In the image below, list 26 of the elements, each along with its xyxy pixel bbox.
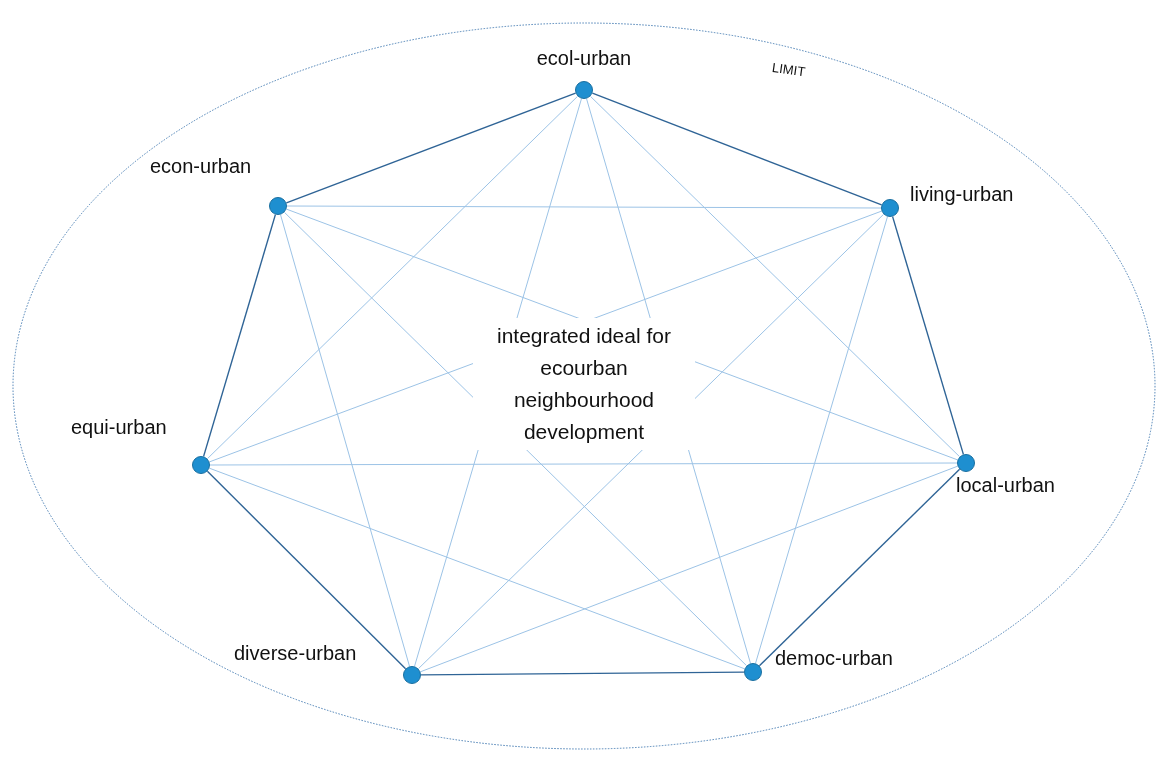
connector-line bbox=[591, 92, 883, 206]
connector-line bbox=[209, 462, 958, 466]
connector-line bbox=[420, 671, 745, 676]
boundary-label: LIMIT bbox=[770, 58, 807, 82]
connector-line bbox=[285, 92, 577, 204]
node-label: democ-urban bbox=[775, 646, 893, 670]
connector-line bbox=[206, 470, 407, 670]
connector-line bbox=[286, 205, 882, 209]
center-label: integrated ideal for ecourban neighbourhood development bbox=[473, 318, 695, 450]
connector-line bbox=[280, 214, 410, 667]
node-label: equi-urban bbox=[71, 415, 167, 439]
connector-line bbox=[755, 216, 888, 664]
connector-line bbox=[891, 215, 965, 456]
node-label: local-urban bbox=[956, 473, 1055, 497]
connector-line bbox=[208, 467, 746, 670]
connector-line bbox=[758, 468, 961, 667]
connector-line bbox=[419, 465, 959, 673]
connector-line bbox=[283, 211, 748, 667]
connector-line bbox=[417, 213, 885, 670]
node-label: ecol-urban bbox=[536, 46, 632, 70]
node-label: econ-urban bbox=[150, 154, 252, 178]
connector-line bbox=[589, 95, 961, 458]
connector-line bbox=[206, 95, 579, 460]
connector-line bbox=[202, 213, 277, 458]
node-label: diverse-urban bbox=[234, 641, 357, 665]
node-label: living-urban bbox=[910, 182, 1014, 206]
